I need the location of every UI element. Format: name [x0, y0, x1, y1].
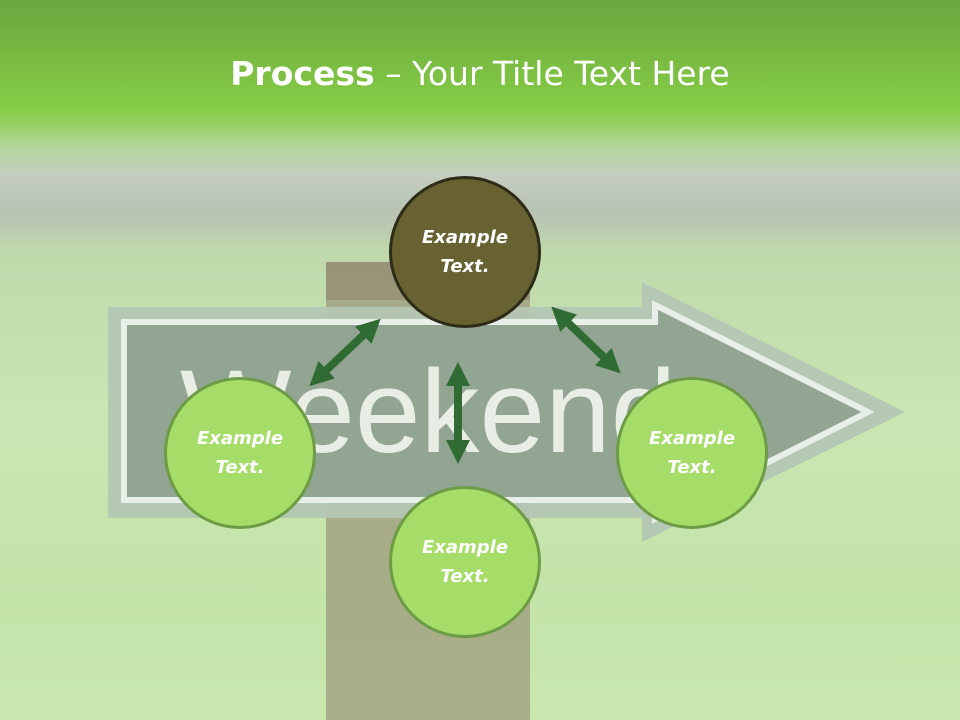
title-rest: – Your Title Text Here — [374, 54, 730, 93]
arrow-top-right — [551, 306, 621, 374]
node-left: Example Text. — [164, 377, 316, 529]
arrow-top-left — [309, 318, 381, 387]
slide-title: Process – Your Title Text Here — [0, 52, 960, 96]
node-right-label: Example Text. — [648, 428, 736, 478]
node-top: Example Text. — [389, 176, 541, 328]
title-bold: Process — [230, 54, 375, 93]
node-top-label: Example Text. — [421, 227, 509, 277]
node-bottom: Example Text. — [389, 486, 541, 638]
node-right: Example Text. — [616, 377, 768, 529]
node-left-label: Example Text. — [196, 428, 284, 478]
node-bottom-label: Example Text. — [421, 537, 509, 587]
